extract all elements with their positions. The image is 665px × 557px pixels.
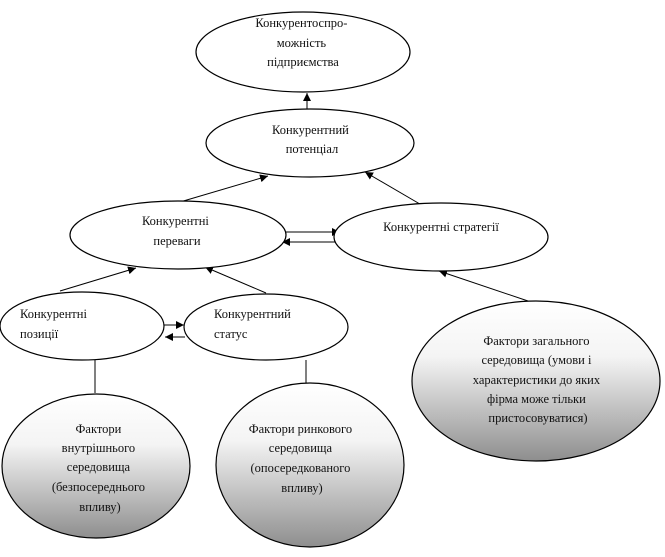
node-market-factors-label: Фактори ринкового середовища (опосередко… — [249, 422, 356, 495]
node-advantages: Конкурентні переваги — [69, 200, 287, 270]
node-status: Конкурентний статус — [183, 293, 349, 361]
node-advantages-label: Конкурентні переваги — [142, 214, 212, 248]
node-positions: Конкурентні позиції — [0, 291, 165, 361]
node-strategies-shape — [333, 202, 549, 272]
node-internal-factors-label: Фактори внутрішнього середовища (безпосе… — [52, 422, 148, 514]
edge-positions-to-advantages — [59, 266, 137, 292]
node-market-factors-shape — [215, 382, 405, 548]
node-internal-factors-shape — [1, 393, 191, 539]
node-internal-factors: Фактори внутрішнього середовища (безпосе… — [1, 393, 191, 539]
node-strategies-label: Конкурентні стратегії — [383, 220, 499, 234]
node-potential-label: Конкурентний потенціал — [272, 123, 352, 156]
edge-general-factors-to-strategies — [438, 269, 529, 302]
node-general-factors-label: Фактори загального середовища (умови і х… — [473, 334, 604, 425]
node-competitiveness: Конкурентоспро- можність підприємства — [195, 11, 411, 93]
edge-status-to-advantages — [204, 266, 267, 294]
edge-advantages-to-potential — [179, 174, 269, 203]
node-status-label: Конкурентний статус — [214, 307, 294, 341]
node-competitiveness-label: Конкурентоспро- можність підприємства — [255, 16, 350, 69]
node-potential-shape — [205, 108, 415, 178]
edge-strategies-to-potential — [364, 171, 426, 208]
node-general-factors: Фактори загального середовища (умови і х… — [411, 300, 661, 462]
node-market-factors: Фактори ринкового середовища (опосередко… — [215, 382, 405, 548]
node-status-shape — [183, 293, 349, 361]
node-general-factors-shape — [411, 300, 661, 462]
node-positions-shape — [0, 291, 165, 361]
node-positions-label: Конкурентні позиції — [20, 307, 90, 341]
node-potential: Конкурентний потенціал — [205, 108, 415, 178]
node-strategies: Конкурентні стратегії — [333, 202, 549, 272]
node-competitiveness-shape — [195, 11, 411, 93]
node-advantages-shape — [69, 200, 287, 270]
